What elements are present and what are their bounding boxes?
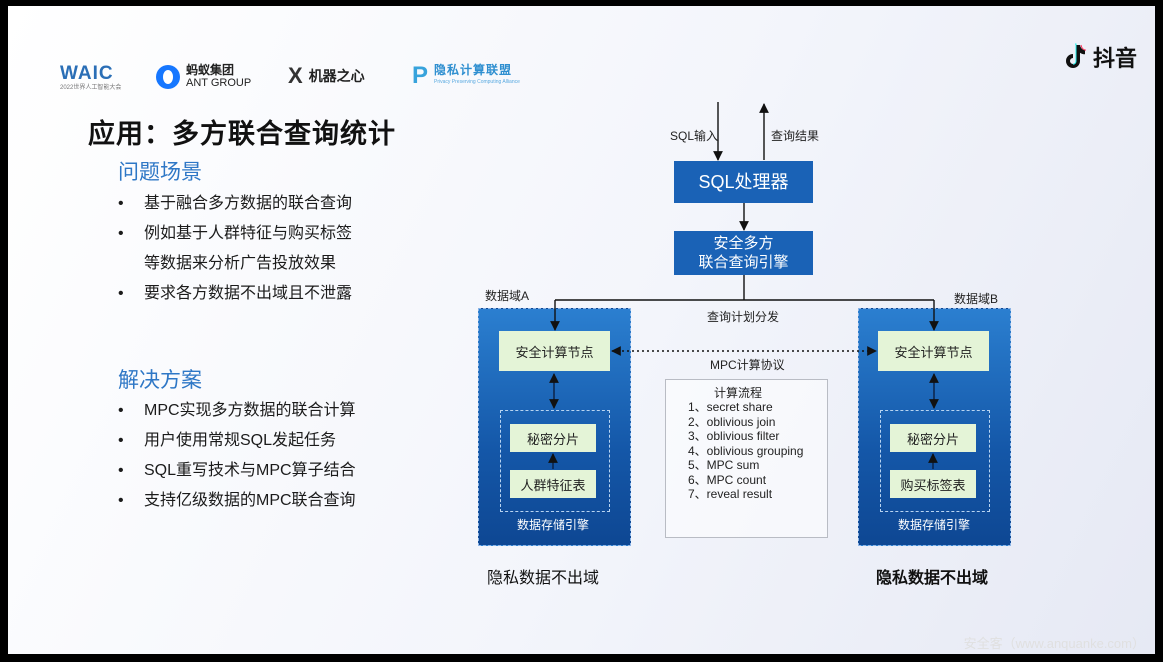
caption-domain-b: 隐私数据不出域 (876, 570, 989, 587)
mpc-protocol-label: MPC计算协议 (710, 358, 785, 372)
list-item: 用户使用常规SQL发起任务 (118, 426, 356, 456)
douyin-logo: 抖音 (1063, 41, 1137, 73)
watermark: 安全客（www.anquanke.com） (963, 636, 1145, 651)
flow-step: 2、oblivious join (688, 414, 776, 429)
jiqizhixin-logo-text: 机器之心 (308, 68, 365, 84)
plan-dispatch-label: 查询计划分发 (707, 310, 780, 324)
secure-node-b: 安全计算节点 (878, 331, 989, 371)
problem-list: 基于融合多方数据的联合查询 例如基于人群特征与购买标签 等数据来分析广告投放效果… (118, 189, 352, 309)
privacy-alliance-en: Privacy Preserving Computing Alliance (434, 79, 520, 85)
caption-domain-a: 隐私数据不出域 (487, 570, 600, 587)
storage-engine-a-label: 数据存储引擎 (517, 518, 590, 532)
storage-engine-a-box (500, 410, 610, 512)
slide-title: 应用：多方联合查询统计 (88, 119, 396, 149)
flow-step: 3、oblivious filter (688, 429, 780, 443)
domain-b-label: 数据域B (954, 292, 999, 306)
jiqizhixin-logo-icon: X (288, 63, 303, 88)
flow-step: 5、MPC sum (688, 458, 760, 472)
douyin-note-icon (1065, 43, 1087, 68)
slide: WAIC 2022世界人工智能大会 蚂蚁集团 ANT GROUP X 机器之心 … (8, 6, 1155, 654)
ant-logo-icon (156, 65, 180, 89)
flow-step: 6、MPC count (688, 472, 767, 487)
ant-logo-en: ANT GROUP (186, 77, 252, 89)
engine-label-line1: 安全多方 (713, 235, 774, 252)
compute-flow-box (665, 379, 828, 538)
waic-logo-subtext: 2022世界人工智能大会 (60, 85, 122, 91)
storage-engine-b-label: 数据存储引擎 (898, 518, 971, 532)
flow-step: 1、secret share (688, 400, 773, 414)
privacy-alliance-icon: P (412, 62, 429, 89)
sql-input-label: SQL输入 (670, 129, 719, 143)
crowd-feature-table: 人群特征表 (510, 470, 596, 498)
engine-label-line2: 联合查询引擎 (698, 254, 789, 271)
privacy-alliance-cn: 隐私计算联盟 (434, 63, 513, 77)
ant-logo-cn: 蚂蚁集团 (186, 63, 235, 77)
waic-logo-text: WAIC (60, 63, 114, 84)
domain-a-label: 数据域A (485, 289, 530, 303)
compute-flow-steps: 1、secret share 2、oblivious join 3、oblivi… (688, 400, 803, 502)
secure-node-a: 安全计算节点 (499, 331, 610, 371)
douyin-logo-text: 抖音 (1092, 46, 1137, 71)
list-item: 基于融合多方数据的联合查询 (118, 189, 352, 219)
mpc-query-engine-box: 安全多方 联合查询引擎 (674, 231, 813, 275)
ant-group-logo: 蚂蚁集团 ANT GROUP (156, 64, 251, 90)
purchase-tag-table: 购买标签表 (890, 470, 976, 498)
query-result-label: 查询结果 (771, 129, 820, 143)
waic-logo: WAIC 2022世界人工智能大会 (60, 64, 121, 92)
list-item: 要求各方数据不出域且不泄露 (118, 279, 352, 309)
solution-list: MPC实现多方数据的联合计算 用户使用常规SQL发起任务 SQL重写技术与MPC… (118, 396, 356, 516)
secret-share-b: 秘密分片 (890, 424, 976, 452)
privacy-alliance-logo: P 隐私计算联盟 Privacy Preserving Computing Al… (412, 64, 520, 88)
sql-processor-box: SQL处理器 (674, 161, 813, 203)
list-item: 例如基于人群特征与购买标签 (118, 219, 352, 249)
list-item: SQL重写技术与MPC算子结合 (118, 456, 356, 486)
solution-heading: 解决方案 (118, 369, 202, 392)
flow-step: 7、reveal result (688, 487, 773, 501)
diagram-connectors (548, 102, 939, 469)
compute-flow-title: 计算流程 (714, 386, 763, 400)
jiqizhixin-logo: X 机器之心 (288, 64, 365, 88)
storage-engine-b-box (880, 410, 990, 512)
secret-share-a: 秘密分片 (510, 424, 596, 452)
list-item: MPC实现多方数据的联合计算 (118, 396, 356, 426)
problem-heading: 问题场景 (118, 161, 202, 184)
flow-step: 4、oblivious grouping (688, 443, 804, 458)
list-item: 支持亿级数据的MPC联合查询 (118, 486, 356, 516)
list-item: 等数据来分析广告投放效果 (144, 255, 337, 272)
